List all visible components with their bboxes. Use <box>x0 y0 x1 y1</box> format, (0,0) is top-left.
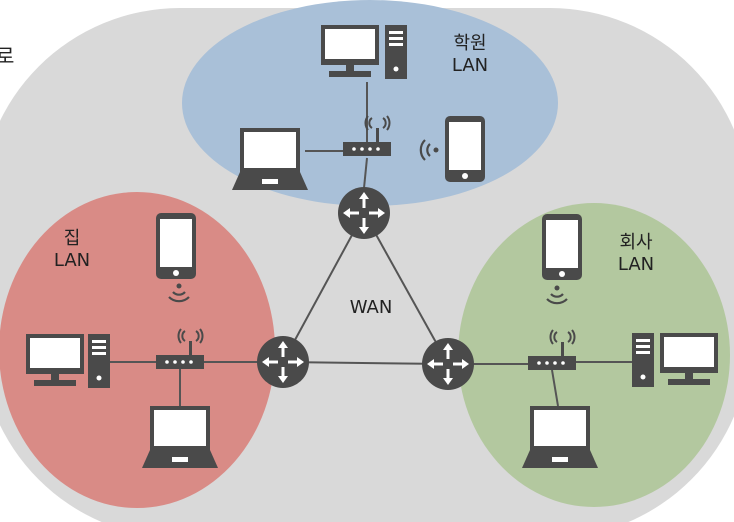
wan-label: WAN <box>349 297 393 318</box>
home-router-icon <box>255 334 311 390</box>
lan-home-net: LAN <box>53 250 91 271</box>
lan-home-name: 집 <box>63 228 81 249</box>
lan-office-net: LAN <box>617 254 655 275</box>
school-phone-icon <box>445 116 485 182</box>
office-router-icon <box>420 336 476 392</box>
office-phone-icon <box>542 214 582 280</box>
school-laptop-icon <box>232 128 308 190</box>
lan-office-name: 회사 <box>619 232 653 253</box>
home-laptop-icon <box>142 406 218 468</box>
lan-school-label: 학원 LAN <box>440 33 500 77</box>
edge-text: 로 <box>0 44 15 68</box>
lan-school-net: LAN <box>451 55 489 76</box>
office-laptop-icon <box>522 406 598 468</box>
wan-links <box>282 212 449 365</box>
home-phone-icon <box>156 213 196 279</box>
lan-office-region <box>458 203 730 507</box>
lan-home-label: 집 LAN <box>42 228 102 272</box>
lan-school-name: 학원 <box>453 33 487 54</box>
school-router-icon <box>336 185 392 241</box>
lan-office-label: 회사 LAN <box>606 232 666 276</box>
